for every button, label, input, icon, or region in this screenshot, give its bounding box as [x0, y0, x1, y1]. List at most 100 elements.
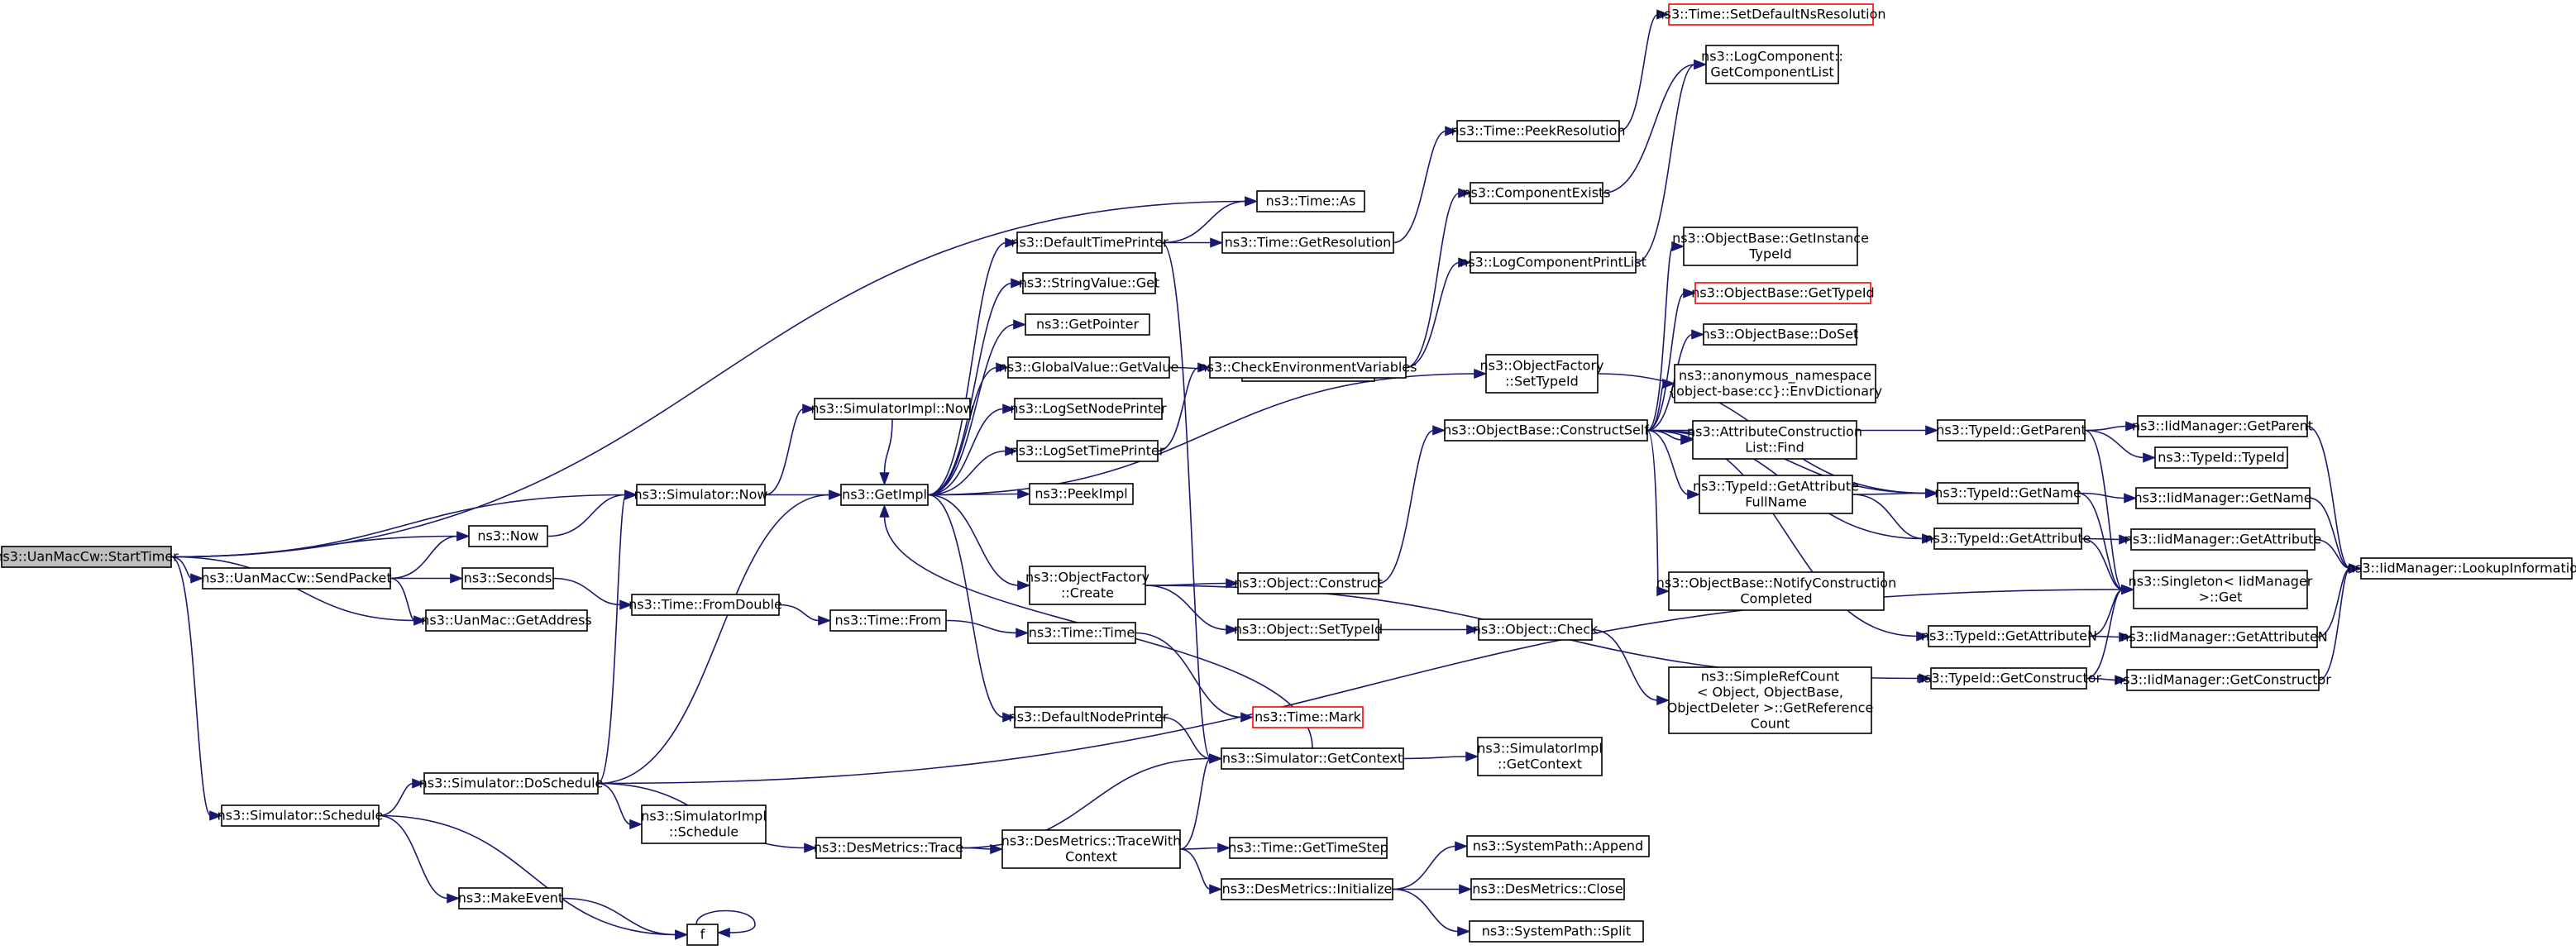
- function-node-objcheck[interactable]: ns3::Object::Check: [1473, 618, 1599, 641]
- function-node-defaulttimeprinter[interactable]: ns3::DefaultTimePrinter: [1011, 232, 1169, 254]
- function-node-peekimpl[interactable]: ns3::PeekImpl: [1029, 483, 1134, 505]
- function-node-obgettypeid[interactable]: ns3::ObjectBase::GetTypeId: [1691, 282, 1875, 304]
- function-node-typeidgetname[interactable]: ns3::TypeId::GetName: [1934, 482, 2081, 504]
- function-node-getpointer[interactable]: ns3::GetPointer: [1025, 313, 1150, 336]
- call-edge: [927, 373, 1476, 496]
- function-node-logcompprintlist[interactable]: ns3::LogComponentPrintList: [1460, 251, 1646, 274]
- node-label-line: ns3::SimulatorImpl: [1477, 741, 1603, 757]
- function-node-defaultnodeprinter[interactable]: ns3::DefaultNodePrinter: [1009, 706, 1169, 728]
- function-node-envdict[interactable]: ns3::anonymous_namespace{object-base:cc}…: [1668, 364, 1882, 403]
- edge-arrowhead: [996, 362, 1010, 373]
- function-node-implgetcontext[interactable]: ns3::SimulatorImpl::GetContext: [1477, 737, 1603, 776]
- function-node-logsettime[interactable]: ns3::LogSetTimePrinter: [1011, 440, 1165, 462]
- node-box: [1001, 829, 1181, 869]
- function-node-typeidgetconstructor[interactable]: ns3::TypeId::GetConstructor: [1916, 667, 2102, 690]
- edge-arrowhead: [1925, 488, 1939, 499]
- function-node-timemark[interactable]: ns3::Time::Mark: [1252, 706, 1364, 728]
- function-node-simnow[interactable]: ns3::Simulator::Now: [634, 484, 768, 506]
- function-node-objsettypeid[interactable]: ns3::Object::SetTypeId: [1234, 618, 1383, 641]
- function-node-stringvalueget[interactable]: ns3::StringValue::Get: [1019, 272, 1159, 294]
- function-node-desinit[interactable]: ns3::DesMetrics::Initialize: [1221, 878, 1393, 900]
- call-edge: [764, 408, 805, 496]
- function-node-getimpl[interactable]: ns3::GetImpl: [840, 484, 929, 506]
- edge-arrowhead: [2125, 421, 2139, 432]
- function-node-simplerefcount[interactable]: ns3::SimpleRefCount< Object, ObjectBase,…: [1667, 666, 1874, 734]
- call-edge: [927, 408, 1005, 496]
- node-label-line: < Object, ObjectBase,: [1697, 685, 1843, 700]
- function-node-typeidgetattributen[interactable]: ns3::TypeId::GetAttributeN: [1921, 625, 2097, 647]
- call-edge: [2306, 425, 2351, 570]
- call-edge: [778, 604, 820, 622]
- function-node-typeidtypeid[interactable]: ns3::TypeId::TypeId: [2154, 446, 2288, 469]
- function-node-iidlookup[interactable]: ns3::IidManager::LookupInformation: [2347, 557, 2576, 580]
- call-edge: [927, 366, 998, 496]
- function-node-timetime[interactable]: ns3::Time::Time: [1027, 622, 1136, 644]
- node-box: [2130, 626, 2318, 648]
- function-node-getcomplist[interactable]: ns3::LogComponent::GetComponentList: [1701, 45, 1843, 84]
- node-label-line: ns3::LogComponentPrintList: [1460, 255, 1646, 270]
- function-node-sendpacket[interactable]: ns3::UanMacCw::SendPacket: [201, 567, 392, 590]
- function-node-desclose[interactable]: ns3::DesMetrics::Close: [1470, 878, 1625, 900]
- function-node-typeidgetparent[interactable]: ns3::TypeId::GetParent: [1936, 419, 2086, 442]
- function-node-objfactorysettypeid[interactable]: ns3::ObjectFactory::SetTypeId: [1480, 354, 1604, 394]
- function-node-seconds[interactable]: ns3::Seconds: [461, 567, 554, 590]
- function-node-schedule[interactable]: ns3::Simulator::Schedule: [217, 804, 384, 827]
- node-label-line: ns3::DesMetrics::Close: [1472, 881, 1623, 897]
- node-label-line: ns3::TypeId::GetAttribute: [1693, 479, 1859, 494]
- node-box: [1668, 571, 1885, 611]
- function-node-f[interactable]: f: [686, 924, 719, 946]
- edge-arrowhead: [450, 573, 464, 584]
- function-node-timeas[interactable]: ns3::Time::As: [1256, 190, 1365, 212]
- function-node-notifyconstruction[interactable]: ns3::ObjectBase::NotifyConstructionCompl…: [1656, 571, 1896, 611]
- call-edge: [927, 241, 1007, 496]
- function-node-doset[interactable]: ns3::ObjectBase::DoSet: [1702, 323, 1859, 346]
- function-node-sysappend[interactable]: ns3::SystemPath::Append: [1466, 835, 1650, 857]
- function-node-from[interactable]: ns3::Time::From: [829, 609, 947, 632]
- function-node-iidgetattribute[interactable]: ns3::IidManager::GetAttribute: [2124, 528, 2322, 551]
- function-node-destrace[interactable]: ns3::DesMetrics::Trace: [814, 837, 963, 859]
- call-edge: [695, 909, 756, 933]
- node-box: [1237, 572, 1379, 594]
- function-node-getresolution[interactable]: ns3::Time::GetResolution: [1221, 232, 1394, 254]
- function-node-implschedule[interactable]: ns3::SimulatorImpl::Schedule: [641, 804, 767, 844]
- call-edge: [927, 282, 1013, 496]
- function-node-setdefaultns[interactable]: ns3::Time::SetDefaultNsResolution: [1656, 3, 1886, 26]
- function-node-checkenv[interactable]: ns3::CheckEnvironmentVariables: [1199, 356, 1417, 379]
- function-node-constructself[interactable]: ns3::ObjectBase::ConstructSelf: [1443, 419, 1649, 442]
- function-node-start[interactable]: ns3::UanMacCw::StartTimer: [0, 546, 179, 568]
- function-node-syssplit[interactable]: ns3::SystemPath::Split: [1469, 920, 1644, 943]
- function-node-getcontext[interactable]: ns3::Simulator::GetContext: [1221, 747, 1404, 770]
- function-node-typeidgetattribute[interactable]: ns3::TypeId::GetAttribute: [1924, 528, 2091, 550]
- function-node-iidgetattributen[interactable]: ns3::IidManager::GetAttributeN: [2120, 626, 2328, 648]
- call-edge: [562, 897, 677, 936]
- function-node-logsetnode[interactable]: ns3::LogSetNodePrinter: [1010, 398, 1167, 420]
- function-node-globalvalue[interactable]: ns3::GlobalValue::GetValue: [999, 356, 1179, 379]
- function-node-implnow[interactable]: ns3::SimulatorImpl::Now: [810, 398, 974, 420]
- function-node-getaddress[interactable]: ns3::UanMac::GetAddress: [421, 609, 592, 632]
- edge-arrowhead: [1210, 237, 1224, 248]
- node-label-line: ns3::DefaultTimePrinter: [1011, 235, 1169, 251]
- call-edge: [1852, 494, 1924, 540]
- function-node-iidgetname[interactable]: ns3::IidManager::GetName: [2134, 487, 2312, 509]
- edge-arrowhead: [1683, 288, 1697, 298]
- function-node-singletonget[interactable]: ns3::Singleton< IidManager>::Get: [2129, 570, 2313, 609]
- function-node-iidgetconstructor[interactable]: ns3::IidManager::GetConstructor: [2115, 669, 2331, 691]
- function-node-now[interactable]: ns3::Now: [468, 525, 548, 547]
- function-node-fromdouble[interactable]: ns3::Time::FromDouble: [628, 594, 782, 616]
- node-label-line: {object-base:cc}::EnvDictionary: [1668, 384, 1882, 399]
- edge-arrowhead: [829, 489, 843, 500]
- function-node-doschedule[interactable]: ns3::Simulator::DoSchedule: [419, 772, 604, 795]
- function-node-makeevent[interactable]: ns3::MakeEvent: [458, 887, 563, 909]
- function-node-objfactorycreate[interactable]: ns3::ObjectFactory::Create: [1025, 566, 1149, 605]
- function-node-objconstruct[interactable]: ns3::Object::Construct: [1234, 572, 1383, 594]
- function-node-peekresolution[interactable]: ns3::Time::PeekResolution: [1450, 120, 1626, 142]
- function-node-iidgetparent[interactable]: ns3::IidManager::GetParent: [2132, 415, 2313, 437]
- function-node-componentexists[interactable]: ns3::ComponentExists: [1462, 182, 1611, 204]
- node-box: [423, 772, 599, 795]
- function-node-gettimestep[interactable]: ns3::Time::GetTimeStep: [1228, 837, 1388, 859]
- node-label-line: Context: [1065, 849, 1117, 865]
